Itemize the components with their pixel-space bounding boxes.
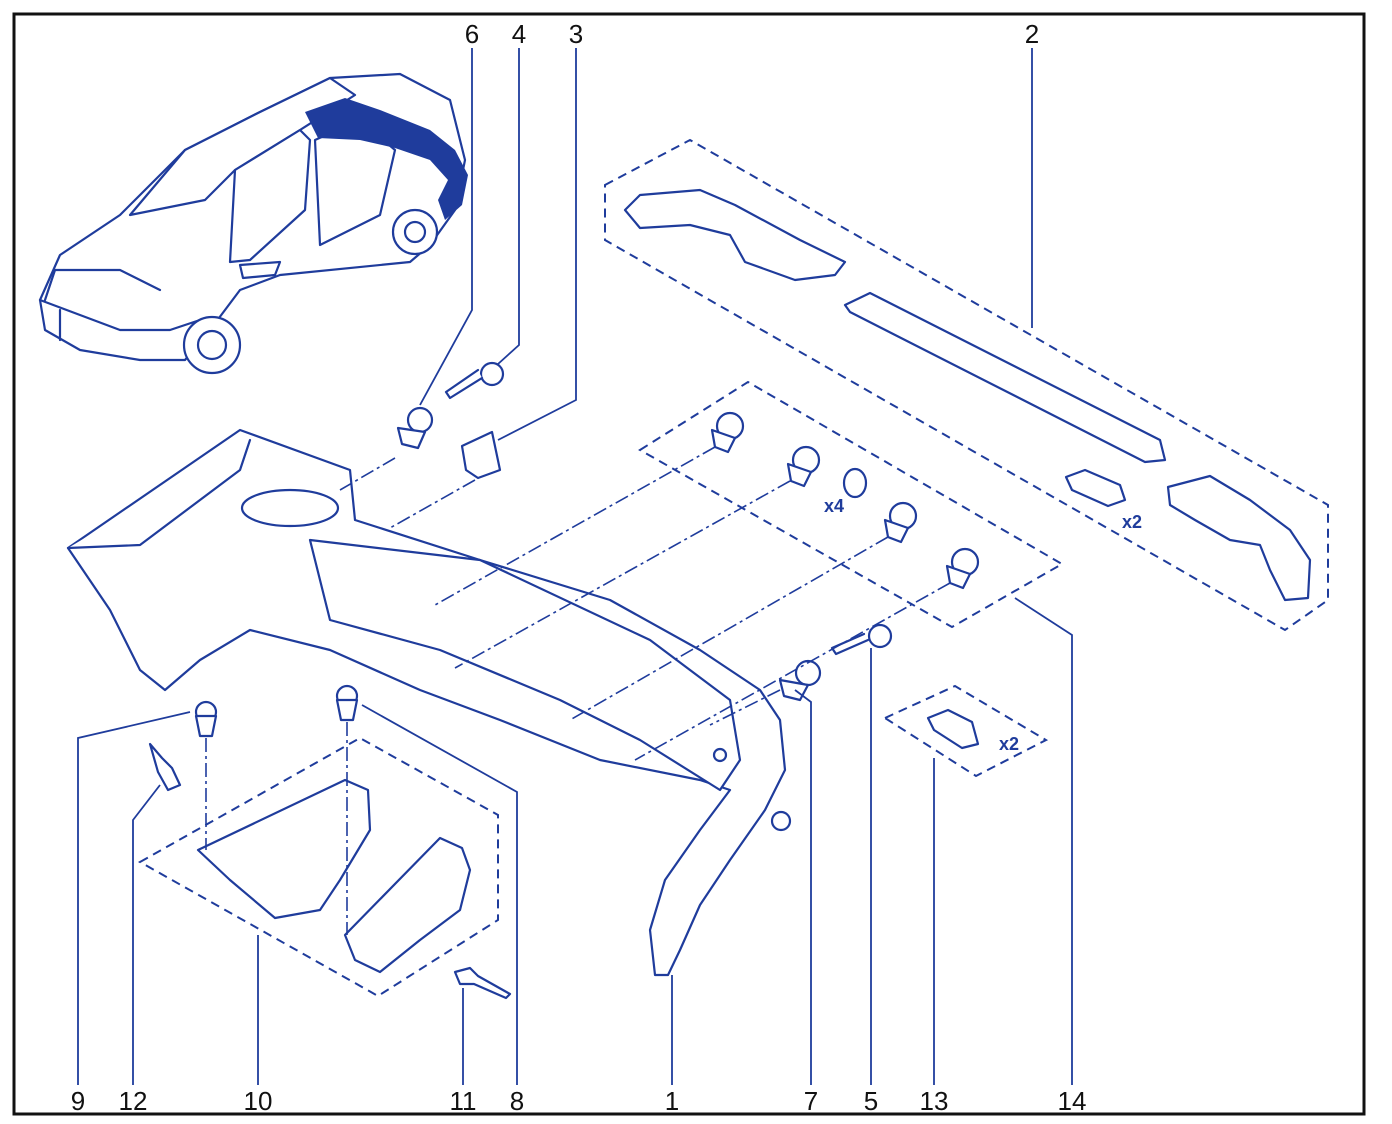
- clip-3: [883, 501, 918, 544]
- clip-1: [710, 411, 745, 454]
- callout-9: 9: [71, 1086, 85, 1116]
- rivet-12: [148, 742, 182, 792]
- callout-10: 10: [244, 1086, 273, 1116]
- quantity-small-brackets: x2: [999, 734, 1019, 754]
- callout-5: 5: [864, 1086, 878, 1116]
- callout-12: 12: [119, 1086, 148, 1116]
- callout-4: 4: [512, 19, 526, 49]
- assembly-lines: [339, 446, 951, 761]
- clip-group-outline: [638, 380, 1065, 629]
- diagram-frame: [12, 12, 1366, 1116]
- screw-4: [444, 361, 505, 400]
- callout-3: 3: [569, 19, 583, 49]
- callout-6: 6: [465, 19, 479, 49]
- highlighted-rear-bumper-area: [305, 98, 468, 220]
- screw-5: [830, 623, 893, 656]
- push-clip-8: [335, 684, 359, 722]
- callout-13: 13: [920, 1086, 949, 1116]
- bracket-group: [137, 684, 512, 1000]
- clip-group: [638, 380, 1065, 629]
- absorber-group-outline: [604, 138, 1329, 632]
- rivet-11: [453, 966, 512, 1000]
- callout-2: 2: [1025, 19, 1039, 49]
- leader-lines: [77, 48, 1073, 1085]
- clip-2: [786, 445, 821, 488]
- car-illustration: [38, 72, 468, 375]
- ring-clip: [842, 467, 868, 499]
- small-bracket-outline: [882, 684, 1049, 778]
- callout-1: 1: [665, 1086, 679, 1116]
- quantity-clips: x4: [824, 496, 844, 516]
- bracket-group-outline: [137, 736, 499, 998]
- callout-14: 14: [1058, 1086, 1087, 1116]
- callout-11: 11: [450, 1086, 477, 1116]
- bumper-cover: [66, 428, 792, 977]
- clip-3-part: [460, 430, 502, 480]
- callout-8: 8: [510, 1086, 524, 1116]
- callout-7: 7: [804, 1086, 818, 1116]
- absorber-group: [604, 138, 1329, 632]
- nut-6: [396, 406, 434, 450]
- quantity-end-brackets: x2: [1122, 512, 1142, 532]
- small-bracket-group: [882, 684, 1049, 778]
- clip-4: [945, 547, 980, 590]
- push-clip-9: [194, 700, 218, 738]
